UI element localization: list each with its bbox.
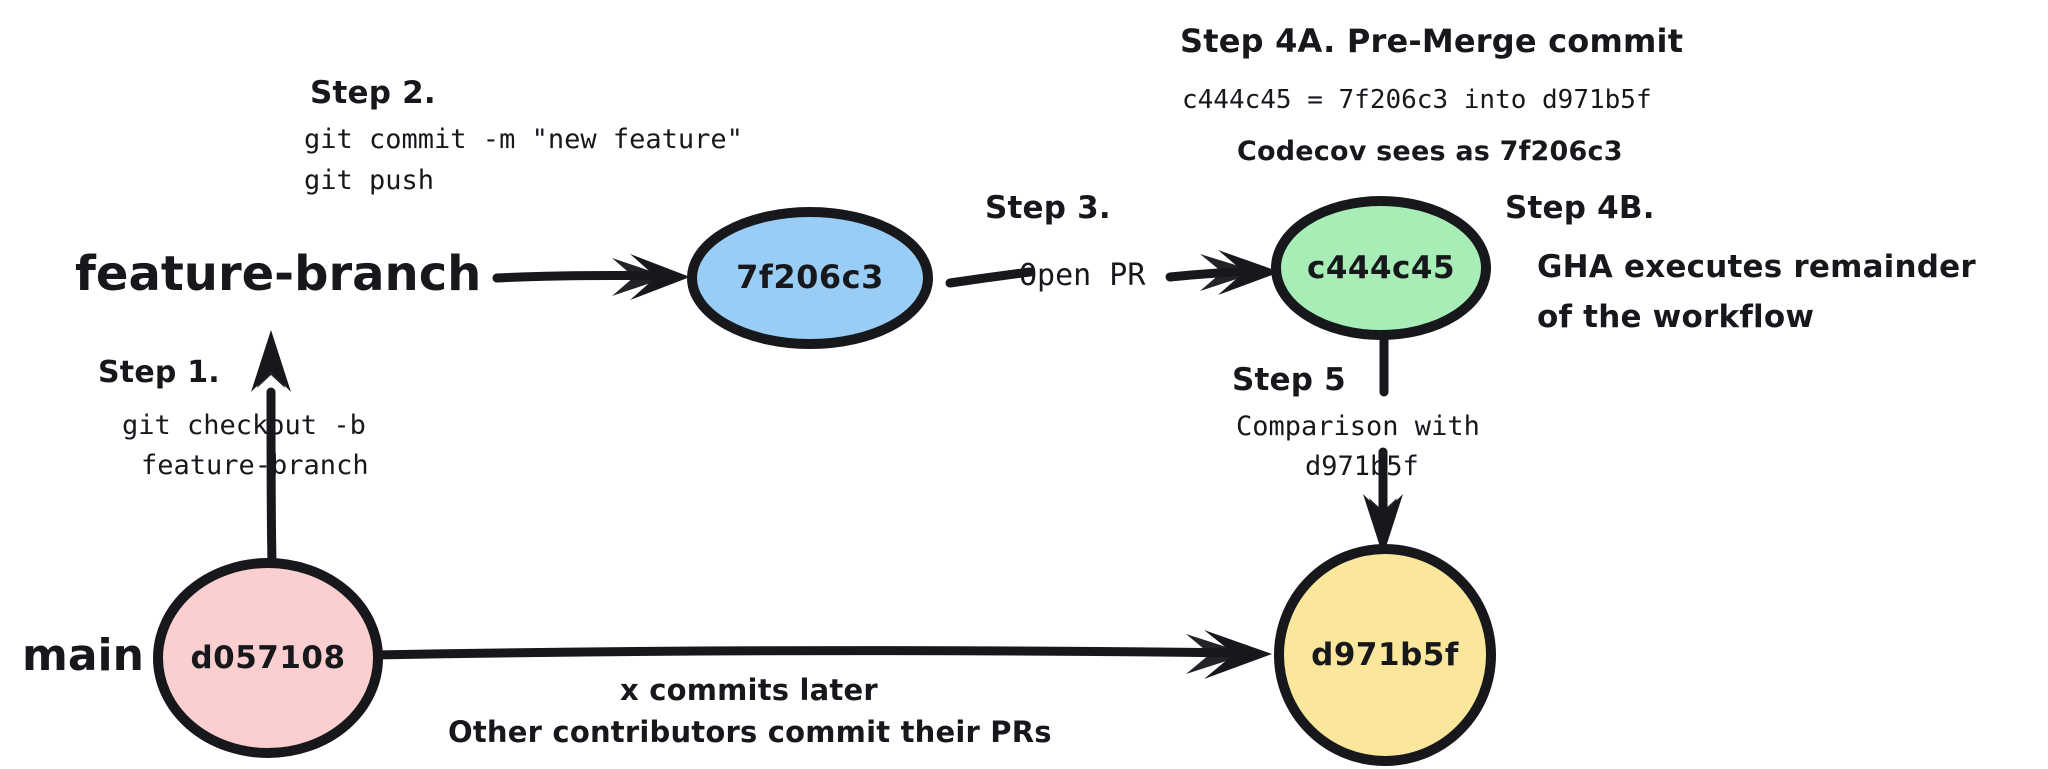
edge-merge-to-main-head — [1363, 335, 1403, 556]
step1-line1: git checkout -b — [122, 410, 366, 441]
step5-heading: Step 5 — [1232, 362, 1346, 398]
step4a-heading: Step 4A. Pre-Merge commit — [1180, 22, 1683, 60]
step1-line2: feature-branch — [141, 450, 369, 481]
step4a-line2: Codecov sees as 7f206c3 — [1237, 136, 1623, 167]
node-head-main-commit-shape — [1274, 544, 1496, 766]
edge-commit-to-merge — [945, 250, 1280, 295]
step5-line2: d971b5f — [1305, 451, 1419, 482]
step4a-line1: c444c45 = 7f206c3 into d971b5f — [1182, 85, 1652, 115]
annotation-step3: Step 3. Open PR — [985, 190, 1146, 293]
node-base-commit-shape — [153, 558, 383, 758]
edge-base-to-feature-branch — [251, 330, 291, 567]
node-merge-commit-shape — [1271, 196, 1491, 340]
node-head-main-commit[interactable]: d971b5f — [1274, 544, 1496, 766]
step2-line1: git commit -m "new feature" — [304, 124, 743, 155]
step3-line1: Open PR — [1019, 258, 1146, 293]
step2-line2: git push — [304, 165, 434, 196]
edge-feature-label-to-commit — [492, 254, 690, 300]
main-progress-line2: Other contributors commit their PRs — [448, 715, 1052, 749]
node-base-commit[interactable]: d057108 — [153, 558, 383, 758]
node-feature-commit[interactable]: 7f206c3 — [687, 207, 933, 349]
node-merge-commit[interactable]: c444c45 — [1271, 196, 1491, 340]
step4b-line2: of the workflow — [1537, 299, 1814, 335]
node-merge-commit-label: c444c45 — [1307, 250, 1455, 286]
step3-heading: Step 3. — [985, 190, 1111, 226]
edge-main-progress — [371, 630, 1272, 679]
annotation-step2: Step 2. git commit -m "new feature" git … — [304, 75, 743, 196]
step5-line1: Comparison with — [1236, 411, 1480, 442]
main-progress-line1: x commits later — [620, 673, 878, 707]
node-head-main-commit-label: d971b5f — [1311, 637, 1459, 673]
branch-label-main: main — [22, 630, 144, 681]
node-feature-commit-label: 7f206c3 — [736, 258, 884, 296]
node-feature-commit-shape — [687, 207, 933, 349]
node-base-commit-label: d057108 — [190, 640, 345, 676]
annotation-step5: Step 5 Comparison with d971b5f — [1232, 362, 1480, 482]
annotation-step4a: Step 4A. Pre-Merge commit c444c45 = 7f20… — [1180, 22, 1683, 167]
step1-heading: Step 1. — [98, 355, 220, 390]
step4b-heading: Step 4B. — [1505, 190, 1655, 226]
annotation-step1: Step 1. git checkout -b feature-branch — [98, 355, 369, 481]
annotation-main-progress: x commits later Other contributors commi… — [448, 673, 1052, 749]
step4b-line1: GHA executes remainder — [1537, 249, 1976, 285]
step2-heading: Step 2. — [310, 75, 436, 111]
branch-label-feature: feature-branch — [75, 246, 481, 302]
annotation-step4b: Step 4B. GHA executes remainder of the w… — [1505, 190, 1976, 335]
